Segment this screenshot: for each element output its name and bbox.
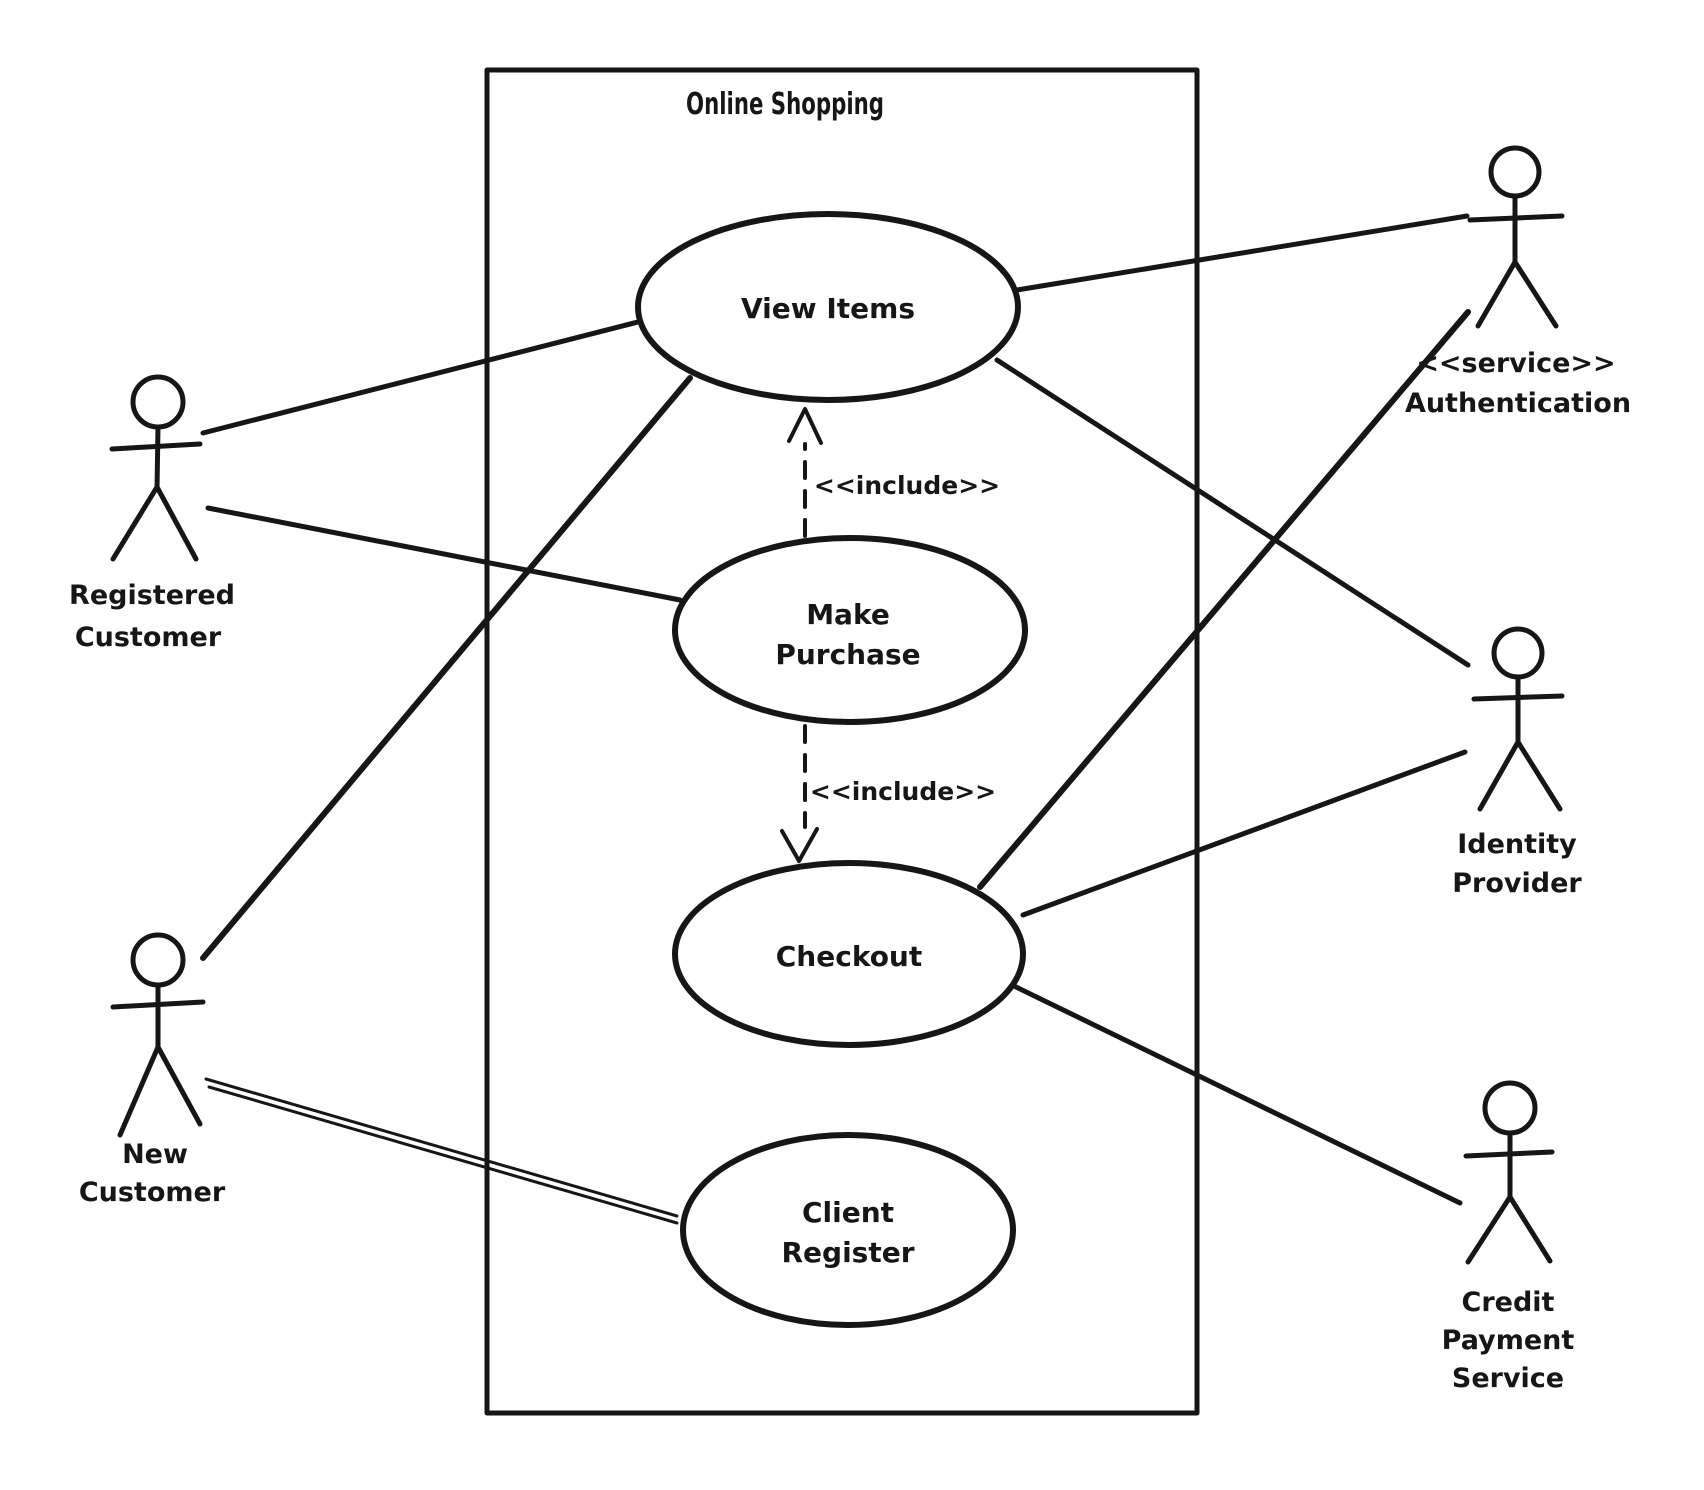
actor-credit-payment-service-label-line3: Service — [1452, 1363, 1564, 1394]
association-new-customer-client-register — [204, 1077, 679, 1218]
usecase-view-items-label: View Items — [741, 292, 915, 325]
actor-authentication-label-line2: Authentication — [1405, 388, 1631, 419]
association-new-customer-client-register-overstroke — [207, 1085, 679, 1225]
usecase-make-purchase-label-line1: Make — [806, 598, 890, 631]
association-new-customer-view-items — [200, 375, 693, 961]
actor-authentication-arms — [1467, 213, 1565, 223]
actor-registered-customer-label-line1: Registered — [69, 580, 235, 611]
actor-new-customer-label-line2: Customer — [79, 1177, 226, 1208]
actor-new-customer-label-line1: New — [122, 1139, 188, 1170]
actor-credit-payment-service-figure — [1463, 1080, 1555, 1265]
usecase-client-register-label-line1: Client — [802, 1196, 894, 1229]
actor-new-customer-arms — [110, 999, 206, 1010]
include-label-2: <<include>> — [810, 777, 996, 806]
association-checkout-identity-provider — [1020, 749, 1468, 918]
usecase-view-items-ellipse — [635, 211, 1021, 403]
actor-authentication-label-line1: <<service>> — [1416, 348, 1615, 379]
actor-authentication-leg-right — [1512, 259, 1559, 329]
usecase-client-register-ellipse — [680, 1132, 1016, 1328]
usecase-checkout-ellipse — [672, 860, 1026, 1048]
include-arrowhead-up-icon — [787, 407, 823, 445]
actor-identity-provider-head — [1491, 626, 1545, 680]
actor-identity-provider-label-line1: Identity — [1457, 829, 1577, 860]
actor-authentication-figure — [1467, 145, 1565, 329]
actor-identity-provider-figure — [1471, 626, 1565, 812]
actor-registered-customer-label-line2: Customer — [75, 622, 222, 653]
include-arrowhead-down-icon — [780, 827, 819, 863]
actor-credit-payment-service-label-line2: Payment — [1442, 1325, 1575, 1356]
actor-new-customer-figure — [110, 932, 206, 1138]
association-registered-customer-make-purchase — [205, 505, 683, 603]
actor-registered-customer-leg-left — [110, 484, 160, 562]
association-registered-customer-view-items — [200, 319, 641, 436]
actor-new-customer-head — [130, 932, 186, 988]
actor-credit-payment-service-label-line1: Credit — [1462, 1287, 1555, 1318]
actor-registered-customer-leg-right — [154, 484, 199, 562]
actor-authentication-leg-left — [1475, 259, 1518, 329]
usecase-make-purchase-label-line2: Purchase — [775, 638, 920, 671]
actor-new-customer-leg-left — [117, 1044, 161, 1138]
actor-credit-payment-service-leg-left — [1465, 1194, 1513, 1265]
association-view-items-identity-provider — [994, 357, 1471, 668]
include-label-1: <<include>> — [814, 471, 1000, 500]
actor-registered-customer-body — [154, 424, 161, 492]
actor-authentication-head — [1488, 145, 1542, 199]
usecase-checkout-label: Checkout — [776, 940, 923, 973]
actor-identity-provider-leg-right — [1515, 739, 1563, 812]
association-checkout-credit-payment-service — [1011, 983, 1463, 1206]
usecase-client-register-label-line2: Register — [781, 1236, 914, 1269]
association-view-items-authentication — [1014, 213, 1470, 293]
actor-registered-customer-arms — [109, 441, 203, 452]
actor-new-customer-leg-right — [155, 1044, 203, 1127]
actor-credit-payment-service-head — [1482, 1080, 1538, 1136]
actor-identity-provider-label-line2: Provider — [1452, 868, 1582, 899]
actor-credit-payment-service-arms — [1463, 1149, 1555, 1159]
system-boundary — [484, 67, 1200, 1416]
actor-registered-customer-head — [130, 374, 186, 430]
usecase-make-purchase-ellipse — [672, 535, 1028, 725]
actor-registered-customer-figure — [109, 374, 203, 562]
actor-identity-provider-leg-left — [1477, 739, 1521, 812]
association-checkout-authentication — [977, 309, 1471, 890]
actor-identity-provider-arms — [1471, 693, 1565, 702]
actor-credit-payment-service-leg-right — [1507, 1194, 1553, 1264]
system-title: Online Shopping — [686, 87, 884, 122]
